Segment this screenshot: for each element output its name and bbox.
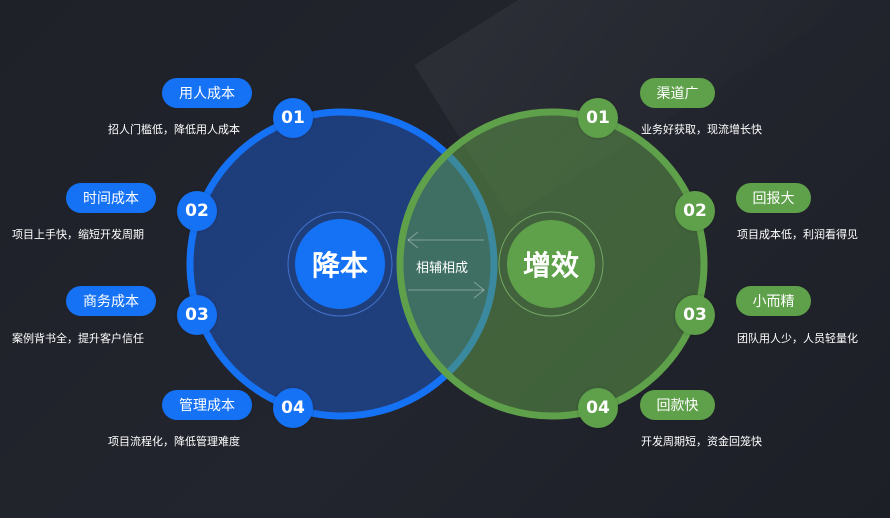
- left-item-1-desc: 招人门槛低，降低用人成本: [108, 123, 240, 136]
- left-badge-4: 04: [273, 388, 313, 428]
- right-badge-3: 03: [675, 295, 715, 335]
- left-badge-2: 02: [177, 191, 217, 231]
- right-item-4-desc: 开发周期短，资金回笼快: [641, 435, 762, 448]
- right-item-3-desc: 团队用人少，人员轻量化: [737, 332, 858, 345]
- overlap-arrow-bottom: [473, 281, 485, 299]
- left-inner-ring: [287, 211, 393, 317]
- right-inner-ring: [498, 211, 604, 317]
- left-item-4-desc: 项目流程化，降低管理难度: [108, 435, 240, 448]
- right-item-4-label: 回款快: [640, 390, 715, 420]
- left-item-2-label: 时间成本: [66, 183, 156, 213]
- right-item-1-label: 渠道广: [640, 78, 715, 108]
- right-badge-1: 01: [578, 98, 618, 138]
- left-item-3-desc: 案例背书全，提升客户信任: [12, 332, 144, 345]
- right-item-2-label: 回报大: [736, 183, 811, 213]
- left-badge-1: 01: [273, 98, 313, 138]
- left-item-1-label: 用人成本: [162, 78, 252, 108]
- right-badge-4: 04: [578, 388, 618, 428]
- overlap-arrow-top: [407, 231, 419, 249]
- overlap-label: 相辅相成: [416, 261, 469, 276]
- right-item-3-label: 小而精: [736, 286, 811, 316]
- left-item-3-label: 商务成本: [66, 286, 156, 316]
- right-center-title: 增效: [507, 220, 595, 308]
- left-center-title: 降本: [295, 219, 385, 309]
- left-badge-3: 03: [177, 295, 217, 335]
- right-item-1-desc: 业务好获取，现流增长快: [641, 123, 762, 136]
- right-badge-2: 02: [675, 191, 715, 231]
- right-item-2-desc: 项目成本低，利润看得见: [737, 228, 858, 241]
- left-item-4-label: 管理成本: [162, 390, 252, 420]
- left-item-2-desc: 项目上手快，缩短开发周期: [12, 228, 144, 241]
